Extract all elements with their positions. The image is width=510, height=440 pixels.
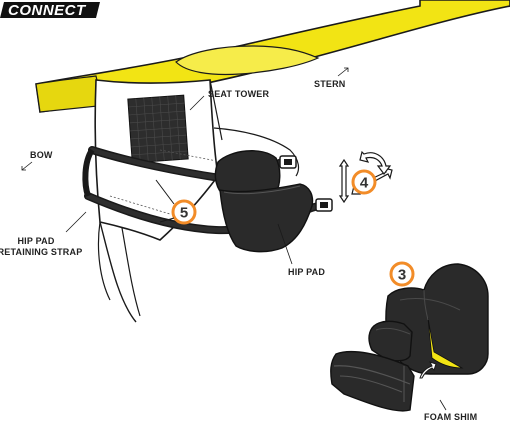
seat-back-shell xyxy=(213,127,300,177)
hip-pad xyxy=(214,150,314,253)
brand-logo-text: CONNECT xyxy=(8,2,87,19)
strap-buckle-lower xyxy=(315,198,333,212)
label-hip-pad: HIP PAD xyxy=(288,267,325,277)
foam-shim-middle xyxy=(368,320,413,362)
bow-arrow-icon xyxy=(21,161,33,171)
label-stern: STERN xyxy=(314,79,346,89)
label-seat-tower: SEAT TOWER xyxy=(208,89,269,99)
step-4-marker: 4 xyxy=(351,169,377,195)
brand-logo: CONNECT xyxy=(0,2,100,19)
step-5-marker: 5 xyxy=(171,199,197,225)
insert-arrow-icon xyxy=(419,361,437,379)
strap-buckle-upper xyxy=(279,155,297,169)
stern-arrow-icon xyxy=(337,67,349,77)
label-bow: BOW xyxy=(30,150,53,160)
label-foam-shim: FOAM SHIM xyxy=(424,412,477,422)
seat-tower xyxy=(94,79,223,323)
foam-shim-stack xyxy=(330,351,415,412)
step-5-number: 5 xyxy=(180,205,188,222)
label-hip-pad-retaining-strap-line2: RETAINING STRAP xyxy=(0,247,82,257)
step-3-number: 3 xyxy=(398,267,406,284)
label-hip-pad-retaining-strap-line1: HIP PAD xyxy=(17,236,54,246)
step-4-number: 4 xyxy=(360,175,369,192)
step-3-marker: 3 xyxy=(389,261,415,287)
